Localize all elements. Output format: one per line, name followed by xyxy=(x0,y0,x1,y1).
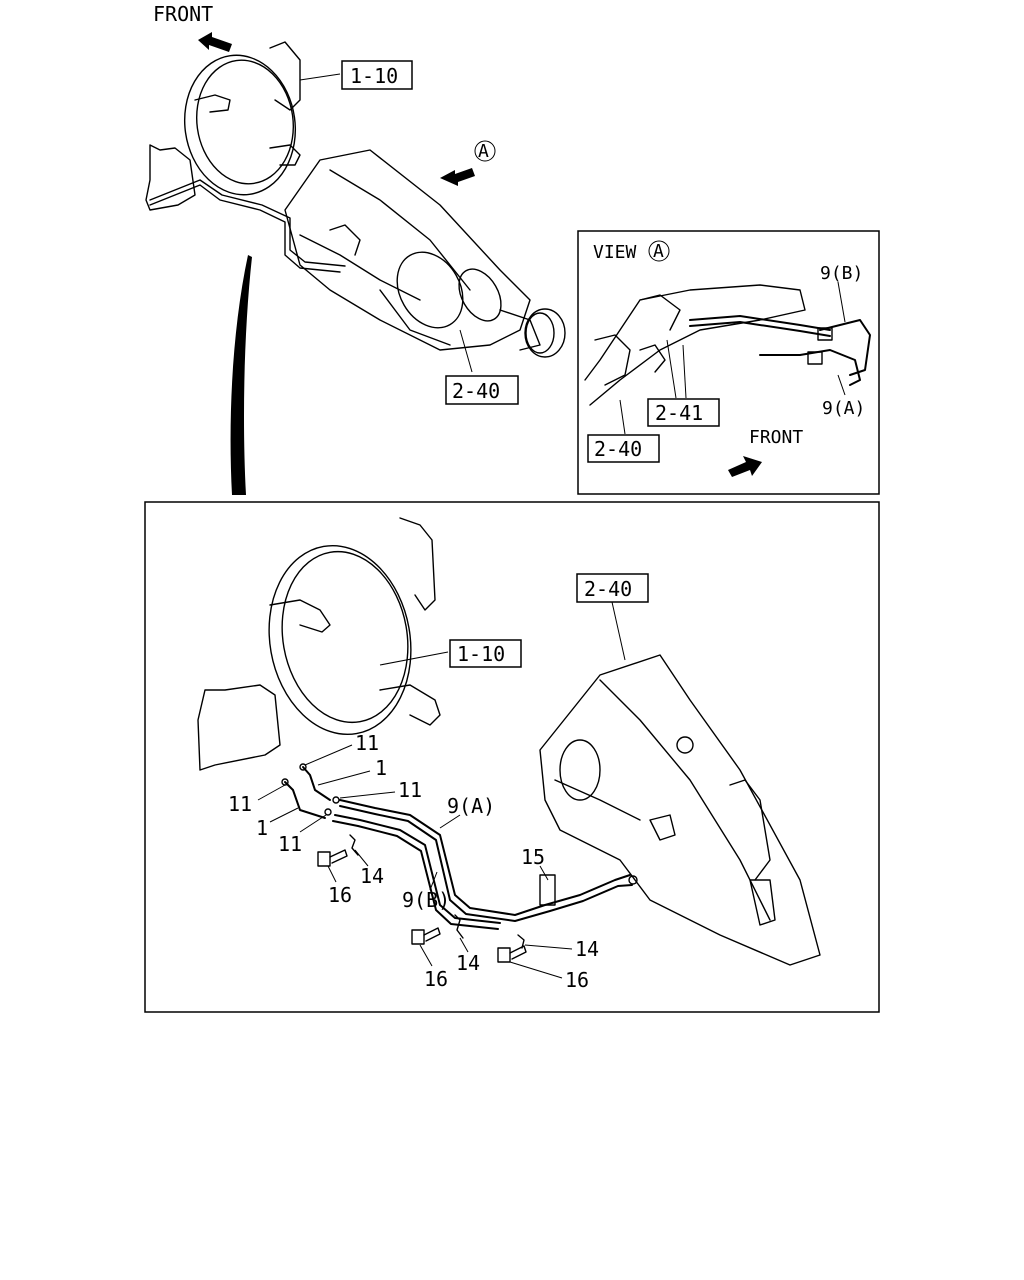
detail-label-11-b: 11 xyxy=(398,778,422,802)
hose-1-lower xyxy=(284,781,326,819)
view-a-inset-circle-icon xyxy=(648,240,670,262)
label-box-2-40-top xyxy=(445,375,519,405)
detail-pointer-icon xyxy=(230,255,252,495)
front-arrow-icon xyxy=(198,32,232,52)
transmission-drawing xyxy=(284,149,566,358)
view-a-label-9b: 9(B) xyxy=(820,263,863,284)
label-1-10-top: 1-10 xyxy=(350,64,398,88)
view-a-label-2-40: 2-40 xyxy=(594,437,642,461)
view-a-label-9a: 9(A) xyxy=(822,398,865,419)
hose-1-upper xyxy=(302,766,331,801)
label-2-40-top: 2-40 xyxy=(452,379,500,403)
detail-label-9b: 9(B) xyxy=(402,888,450,912)
detail-label-box-2-40 xyxy=(576,573,649,603)
fan-shroud-drawing xyxy=(145,41,301,211)
detail-label-1-b: 1 xyxy=(256,816,268,840)
detail-label-box-1-10 xyxy=(449,639,522,668)
view-a-label-box-2-40 xyxy=(587,434,660,463)
view-a-marker-inset: A xyxy=(653,241,664,262)
view-a-front-label: FRONT xyxy=(749,427,803,448)
detail-label-16-c: 16 xyxy=(565,968,589,992)
detail-label-11-a: 11 xyxy=(355,731,379,755)
view-a-title: VIEW xyxy=(593,242,637,263)
bolt-16-b-icon xyxy=(411,927,441,945)
clip-14-c-icon xyxy=(517,934,525,949)
detail-label-2-40: 2-40 xyxy=(584,577,632,601)
detail-label-9a: 9(A) xyxy=(447,794,495,818)
front-label-top: FRONT xyxy=(153,2,213,26)
detail-label-16-b: 16 xyxy=(424,967,448,991)
view-a-circle-icon xyxy=(474,140,496,162)
detail-label-14-b: 14 xyxy=(575,937,599,961)
view-a-marker-top: A xyxy=(478,141,489,162)
view-a-arrow-icon xyxy=(440,168,475,186)
detail-label-14-a: 14 xyxy=(360,864,384,888)
bolt-16-c-icon xyxy=(497,945,527,963)
view-a-inset: VIEW A 9(B) 9(A) 2-41 2-40 FRONT xyxy=(577,230,880,495)
detail-label-14-c: 14 xyxy=(456,951,480,975)
pipe-9a xyxy=(339,799,631,916)
clip-11-a-icon xyxy=(299,763,307,771)
detail-label-1-10: 1-10 xyxy=(457,642,505,666)
clip-11-d-icon xyxy=(324,808,332,816)
label-box-1-10-top xyxy=(341,60,413,90)
detail-label-1-a: 1 xyxy=(375,756,387,780)
clip-14-b-icon xyxy=(454,914,464,939)
view-a-front-arrow-icon xyxy=(728,456,762,477)
detail-fan-shroud-drawing xyxy=(197,517,441,771)
bracket-15-icon xyxy=(539,874,556,906)
detail-transmission-drawing xyxy=(539,654,821,966)
clip-14-a-icon xyxy=(349,834,359,856)
view-a-label-2-41: 2-41 xyxy=(655,401,703,425)
detail-section: 1-10 2-40 xyxy=(144,501,880,1013)
detail-label-16-a: 16 xyxy=(328,883,352,907)
detail-label-11-c: 11 xyxy=(228,792,252,816)
overview-section: FRONT 1-10 A xyxy=(145,2,566,495)
detail-label-15: 15 xyxy=(521,845,545,869)
view-a-trans-drawing xyxy=(584,284,871,406)
detail-frame xyxy=(144,501,880,1013)
pipe-9b xyxy=(334,814,501,924)
bolt-16-a-icon xyxy=(317,849,348,867)
detail-label-11-d: 11 xyxy=(278,832,302,856)
view-a-label-box-2-41 xyxy=(647,398,720,427)
